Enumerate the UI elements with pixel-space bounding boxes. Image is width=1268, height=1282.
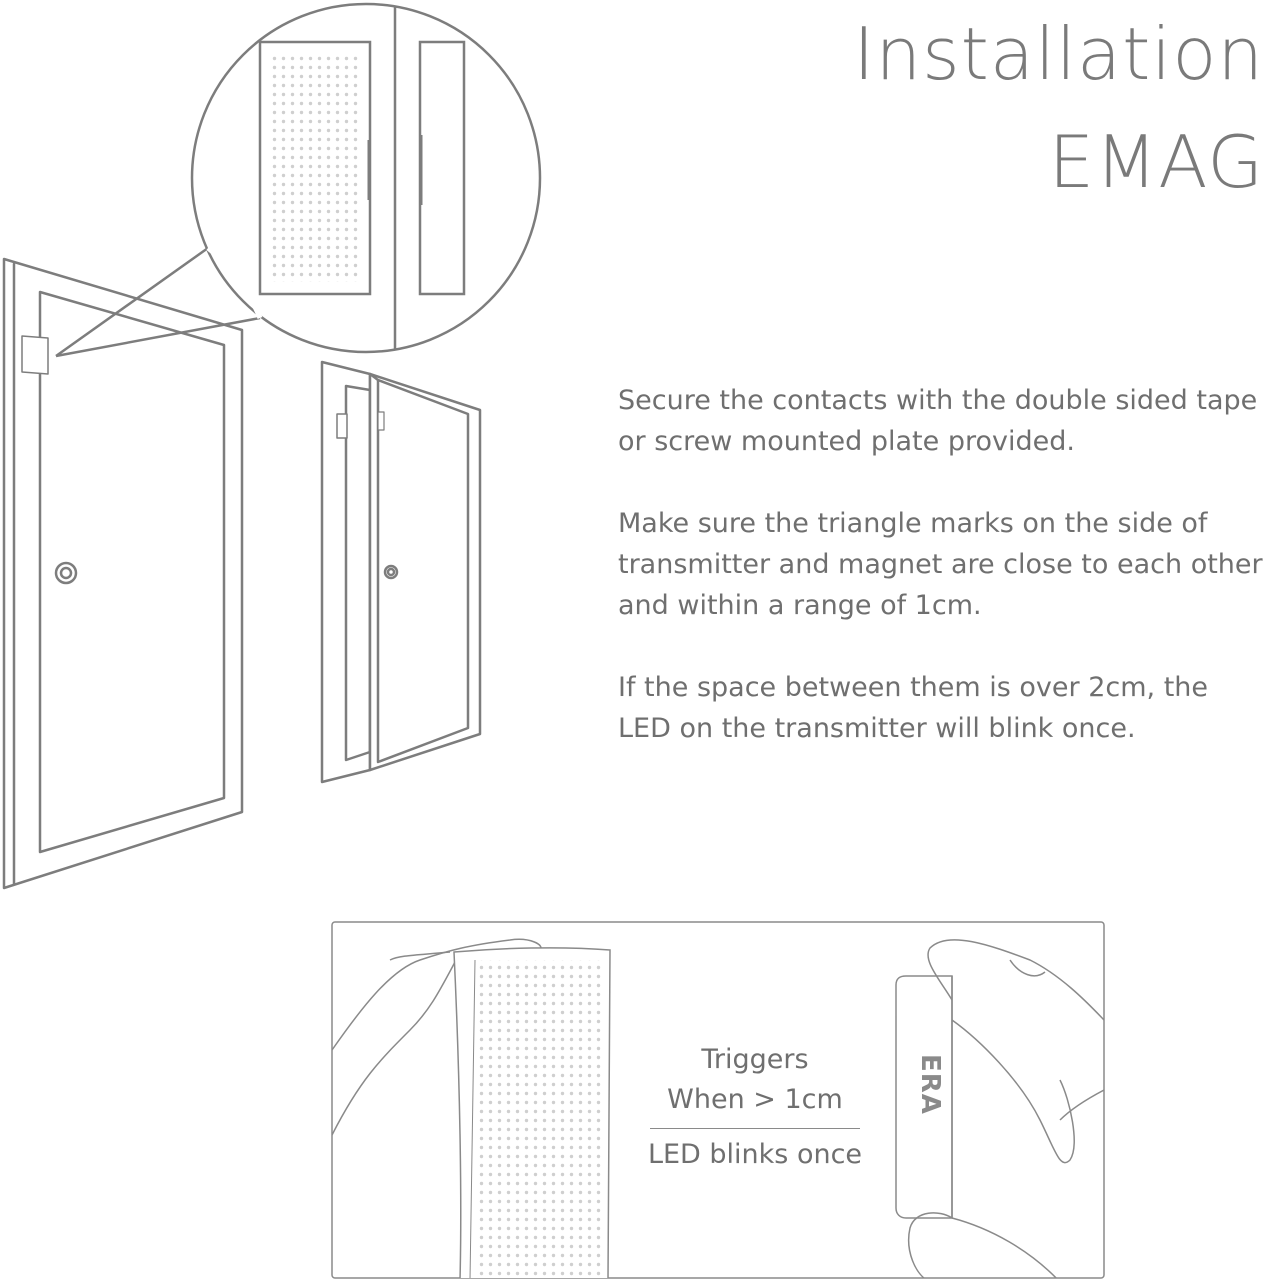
title-line-1: Installation: [853, 12, 1264, 96]
door-icon: [2, 257, 244, 890]
trigger-line-3: LED blinks once: [647, 1139, 863, 1170]
sensor-zoom-icon: [55, 2, 542, 358]
divider: [650, 1128, 860, 1129]
instruction-paragraph: Make sure the triangle marks on the side…: [618, 508, 1263, 621]
instruction-paragraph: Secure the contacts with the double side…: [618, 385, 1258, 457]
trigger-line-2: When > 1cm: [667, 1084, 843, 1115]
instruction-paragraph: If the space between them is over 2cm, t…: [618, 672, 1209, 744]
open-door-icon: [320, 360, 482, 784]
instructions: Secure the contacts with the double side…: [618, 380, 1266, 790]
brand-logo: ERA: [915, 1054, 945, 1115]
usage-panel: [331, 921, 1105, 1279]
trigger-label: Triggers When > 1cm LED blinks once: [640, 1040, 870, 1175]
title-line-2: EMAG: [1048, 120, 1264, 204]
trigger-line-1: Triggers: [701, 1044, 809, 1075]
page-title: Installation EMAG: [853, 0, 1264, 216]
